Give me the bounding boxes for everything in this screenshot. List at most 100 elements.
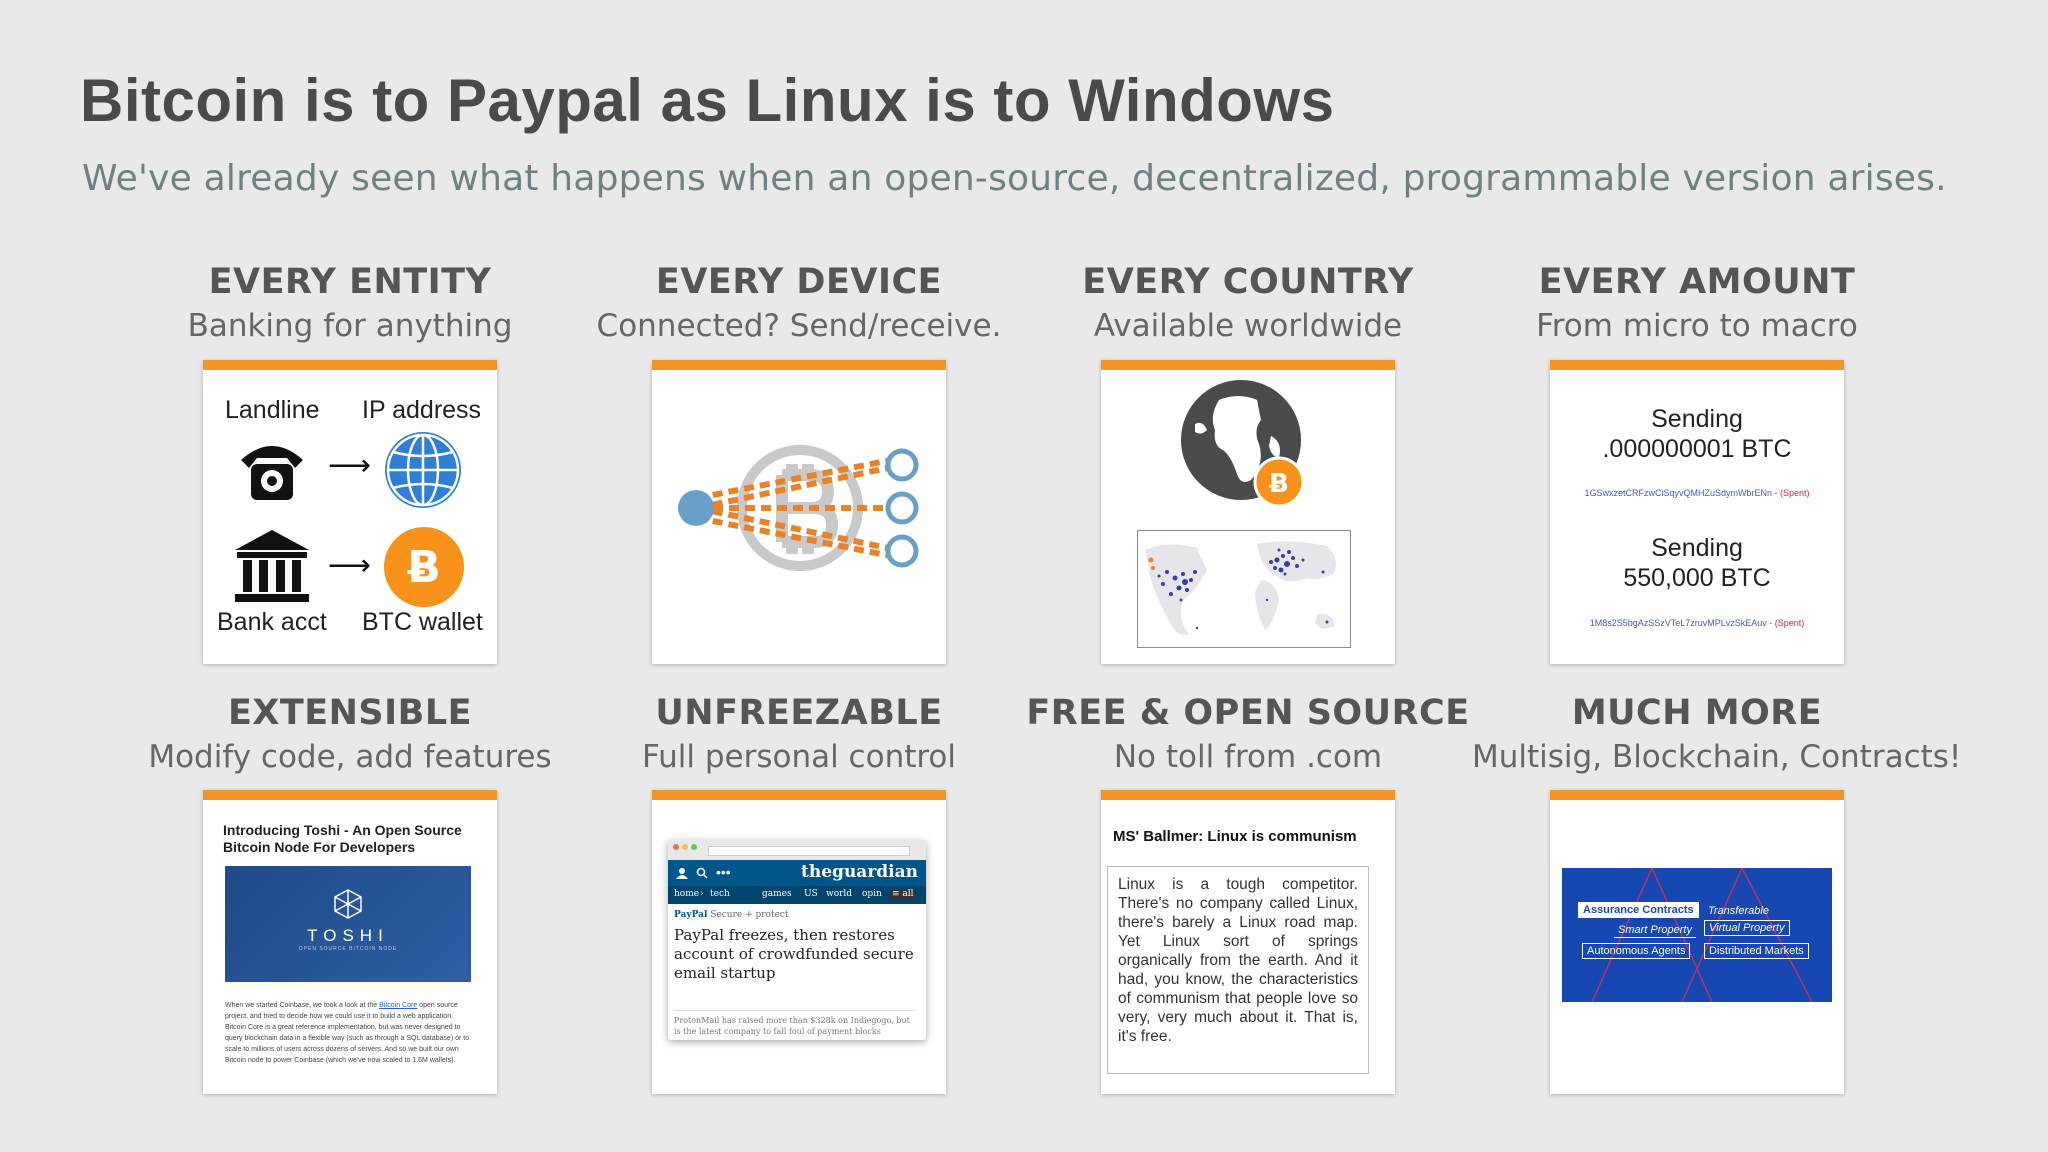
- slide-subtitle: We've already seen what happens when an …: [82, 158, 1947, 199]
- search-icon[interactable]: [696, 867, 708, 879]
- article-headline[interactable]: PayPal freezes, then restores account of…: [674, 926, 914, 982]
- btc-wallet-label: BTC wallet: [362, 608, 483, 636]
- guardian-logo: theguardian: [801, 862, 918, 882]
- send-small-line1: Sending: [1651, 405, 1743, 433]
- telephone-icon: [241, 446, 303, 500]
- address-large: 1M8s2S5bgAzSSzVTeL7zruvMPLvzSkEAuv - (Sp…: [1589, 618, 1805, 628]
- cell-heading: UNFREEZABLE: [655, 693, 943, 733]
- address-small: 1GSwxzetCRFzwCiSqyvQMHZuSdymWbrENn - (Sp…: [1584, 488, 1810, 498]
- send-large-line2: 550,000 BTC: [1623, 564, 1771, 592]
- spent-label: (Spent): [1780, 488, 1810, 498]
- svg-text:Ƀ: Ƀ: [407, 542, 441, 593]
- entity-card: Landline IP address ⟶ ⟶ Ƀ Bank acct BTC …: [203, 360, 497, 664]
- ballmer-headline: MS' Ballmer: Linux is communism: [1113, 828, 1357, 845]
- svg-text:Ƀ: Ƀ: [1269, 469, 1289, 499]
- bitcoin-core-link[interactable]: Bitcoin Core: [379, 1002, 418, 1009]
- article-section: PayPal Secure + protect: [674, 910, 789, 920]
- ip-address-label: IP address: [362, 396, 482, 424]
- guardian-card: ••• theguardian home › tech games US wor…: [652, 790, 946, 1094]
- cell-heading: EVERY ENTITY: [208, 262, 492, 302]
- nav-all[interactable]: ≡ all: [890, 889, 916, 899]
- toshi-logo-icon: [334, 889, 362, 919]
- browser-window: ••• theguardian home › tech games US wor…: [668, 840, 926, 1040]
- user-icon[interactable]: [676, 867, 688, 879]
- guardian-masthead: ••• theguardian: [668, 860, 926, 886]
- ballmer-card: MS' Ballmer: Linux is communism Linux is…: [1101, 790, 1395, 1094]
- nav-opinion[interactable]: opin: [862, 889, 882, 899]
- send-large-line1: Sending: [1651, 534, 1743, 562]
- cell-every-entity: EVERY ENTITY Banking for anything: [125, 262, 575, 344]
- arrow-right-icon: ⟶: [328, 549, 372, 582]
- bank-icon: [235, 530, 309, 602]
- tag-autonomous-agents: Autonomous Agents: [1582, 943, 1691, 959]
- ballmer-quote: Linux is a tough competitor. There's no …: [1107, 866, 1369, 1074]
- cell-heading: FREE & OPEN SOURCE: [1026, 693, 1470, 733]
- banner-lines: [1591, 868, 1813, 1002]
- broadcast-diagram: [678, 445, 919, 571]
- device-card: [652, 360, 946, 664]
- toshi-card: Introducing Toshi - An Open Source Bitco…: [203, 790, 497, 1094]
- globe-icon: [385, 432, 461, 508]
- cell-every-amount: EVERY AMOUNT From micro to macro: [1472, 262, 1922, 344]
- toshi-logo-word: TOSHI: [307, 926, 389, 945]
- minimize-dot-icon: [682, 844, 688, 850]
- nav-home[interactable]: home: [674, 889, 700, 899]
- cell-heading: EVERY AMOUNT: [1538, 262, 1856, 302]
- device-node: [885, 491, 919, 525]
- cell-caption: Multisig, Blockchain, Contracts!: [1472, 739, 1962, 775]
- cell-caption: Full personal control: [641, 739, 957, 775]
- broadcast-lines: [696, 455, 903, 561]
- article-standfirst: ProtonMail has raised more than $328k on…: [674, 1010, 914, 1037]
- cell-heading: MUCH MORE: [1571, 693, 1823, 733]
- cell-caption: Modify code, add features: [148, 739, 552, 775]
- arrow-right-icon: ⟶: [328, 449, 372, 482]
- tag-smart-property: Smart Property: [1614, 923, 1696, 938]
- slide-title: Bitcoin is to Paypal as Linux is to Wind…: [80, 67, 1335, 134]
- world-globe-icon: Ƀ: [1181, 380, 1305, 508]
- cell-heading: EVERY COUNTRY: [1082, 262, 1414, 302]
- device-node: [885, 534, 919, 568]
- country-card: Ƀ: [1101, 360, 1395, 664]
- device-node: [885, 448, 919, 482]
- cell-heading: EXTENSIBLE: [227, 693, 473, 733]
- browser-chrome: [668, 840, 926, 861]
- nav-us[interactable]: US: [804, 889, 818, 899]
- cell-caption: Available worldwide: [1093, 308, 1403, 344]
- bank-acct-label: Bank acct: [217, 608, 327, 636]
- nav-tech[interactable]: tech: [710, 889, 730, 899]
- toshi-banner: TOSHI OPEN SOURCE BITCOIN NODE: [225, 866, 471, 982]
- address-text: 1GSwxzetCRFzwCiSqyvQMHZuSdymWbrENn: [1584, 488, 1772, 498]
- more-card: Assurance Contracts Transferable Smart P…: [1550, 790, 1844, 1094]
- amount-card: Sending .000000001 BTC 1GSwxzetCRFzwCiSq…: [1550, 360, 1844, 664]
- cell-caption: Banking for anything: [187, 308, 513, 344]
- cell-caption: From micro to macro: [1536, 308, 1858, 344]
- send-small-line2: .000000001 BTC: [1602, 435, 1792, 463]
- nav-games[interactable]: games: [762, 889, 792, 899]
- cell-extensible: EXTENSIBLE Modify code, add features: [125, 693, 575, 775]
- cell-every-device: EVERY DEVICE Connected? Send/receive.: [574, 262, 1024, 344]
- more-icon[interactable]: •••: [716, 864, 731, 880]
- guardian-nav: home › tech games US world opin ≡ all: [668, 886, 926, 904]
- contracts-banner: Assurance Contracts Transferable Smart P…: [1562, 868, 1832, 1002]
- tag-virtual-property: Virtual Property: [1704, 920, 1790, 936]
- tag-distributed-markets: Distributed Markets: [1704, 943, 1809, 959]
- cell-free-open-source: FREE & OPEN SOURCE No toll from .com: [1023, 693, 1473, 775]
- cell-caption: Connected? Send/receive.: [596, 308, 1002, 344]
- address-bar[interactable]: [708, 846, 910, 856]
- cell-unfreezable: UNFREEZABLE Full personal control: [574, 693, 1024, 775]
- close-dot-icon: [673, 844, 679, 850]
- cell-much-more: MUCH MORE Multisig, Blockchain, Contract…: [1472, 693, 1962, 775]
- node-map: [1137, 530, 1351, 648]
- source-node: [678, 490, 714, 526]
- tag-transferable: Transferable: [1708, 905, 1769, 917]
- toshi-headline: Introducing Toshi - An Open Source Bitco…: [223, 822, 462, 855]
- spent-label: (Spent): [1774, 618, 1805, 628]
- nav-world[interactable]: world: [826, 889, 853, 899]
- tag-assurance-contracts: Assurance Contracts: [1578, 902, 1699, 918]
- landline-label: Landline: [225, 396, 320, 424]
- cell-caption: No toll from .com: [1113, 739, 1383, 775]
- cell-every-country: EVERY COUNTRY Available worldwide: [1023, 262, 1473, 344]
- bitcoin-icon: Ƀ: [384, 527, 464, 607]
- toshi-body: When we started Coinbase, we took a look…: [225, 1002, 470, 1064]
- toshi-logo-sub: OPEN SOURCE BITCOIN NODE: [298, 946, 398, 952]
